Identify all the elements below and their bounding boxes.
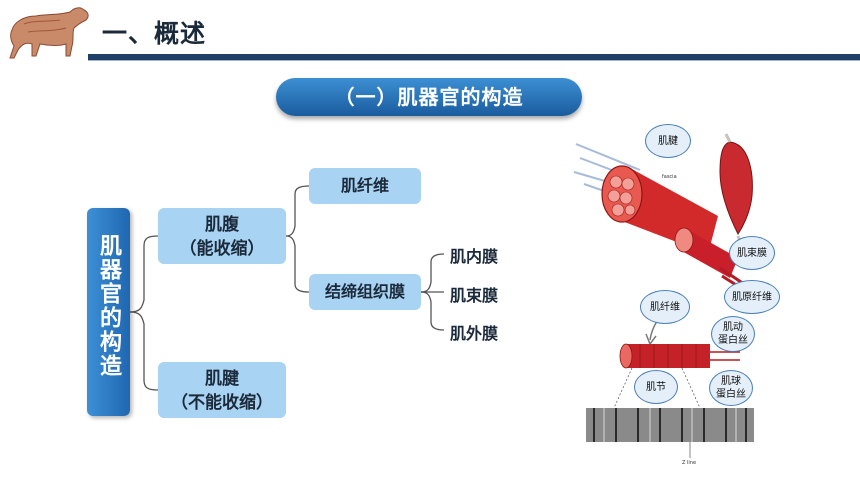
connective-node: 结缔组织膜 bbox=[309, 274, 421, 310]
epimysium-label: 肌外膜 bbox=[450, 324, 499, 343]
connector-belly-connective bbox=[285, 235, 310, 293]
belly-node: 肌腹 （能收缩） bbox=[158, 208, 286, 264]
perimysium-label: 肌束膜 bbox=[450, 286, 499, 305]
callout-tendon: 肌腱 bbox=[645, 124, 691, 158]
callout-fiber: 肌纤维 bbox=[640, 290, 690, 324]
belly-label: 肌腹 bbox=[205, 215, 239, 235]
muscle-structure-figure: fascia Z line 肌腱 肌束膜 肌纤维 肌原纤维 肌动蛋白丝 肌节 肌… bbox=[570, 118, 790, 474]
endomysium-label: 肌内膜 bbox=[450, 247, 499, 266]
header-divider bbox=[88, 54, 860, 60]
fiber-node: 肌纤维 bbox=[309, 168, 421, 204]
tendon-node: 肌腱 （不能收缩） bbox=[158, 362, 286, 418]
root-node: 肌器官的构造 bbox=[87, 208, 130, 416]
section-title: （一）肌器官的构造 bbox=[276, 78, 582, 116]
callout-sarcomere: 肌节 bbox=[634, 370, 678, 404]
page-title: 一、概述 bbox=[102, 19, 207, 48]
connector-endomysium bbox=[420, 253, 445, 293]
slide-header: 一、概述 bbox=[0, 0, 860, 62]
callout-myosin: 肌球蛋白丝 bbox=[709, 370, 753, 406]
fascia-label: fascia bbox=[662, 174, 677, 180]
muscle-illustration bbox=[573, 133, 761, 458]
header-divider-thin bbox=[88, 60, 860, 61]
connector-belly-fiber bbox=[285, 185, 310, 237]
callout-bundle-membrane: 肌束膜 bbox=[729, 236, 775, 270]
tendon-sublabel: （不能收缩） bbox=[171, 393, 273, 413]
connector-epimysium bbox=[420, 291, 445, 331]
tendon-label: 肌腱 bbox=[205, 369, 239, 389]
connector-root-tendon bbox=[129, 311, 159, 391]
root-label: 肌器官的构造 bbox=[96, 234, 121, 378]
belly-sublabel: （能收缩） bbox=[179, 239, 265, 259]
callout-myofibril: 肌原纤维 bbox=[724, 280, 780, 314]
zline-label: Z line bbox=[682, 460, 697, 466]
connector-root-belly bbox=[129, 235, 159, 313]
horse-anatomy-icon bbox=[9, 7, 89, 59]
callout-actin: 肌动蛋白丝 bbox=[711, 316, 755, 352]
